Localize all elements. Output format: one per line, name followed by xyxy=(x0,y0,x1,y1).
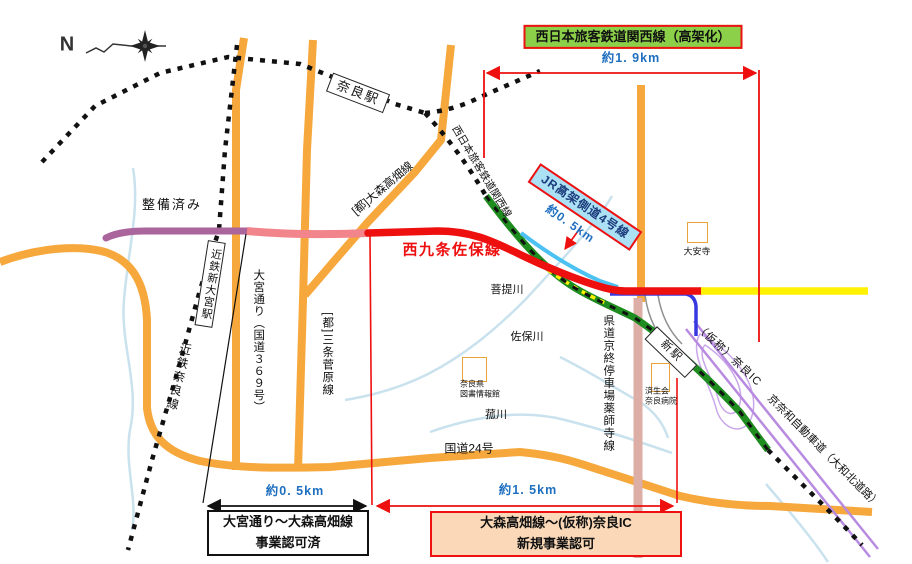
new-project-note: 大森高畑線～(仮称)奈良IC 新規事業認可 xyxy=(430,511,682,557)
road-sanjo-sugawara xyxy=(294,39,317,471)
kendo-kyobate-label: 県道京終停車場薬師寺線 xyxy=(602,314,615,452)
distance-0-5km-bottom: 約0. 5km xyxy=(265,484,325,499)
daianji-label: 大安寺 xyxy=(683,246,711,257)
library-marker xyxy=(462,357,487,382)
jr-kansai-elevated-legend: 西日本旅客鉄道関西線（高架化） xyxy=(523,24,743,50)
seibizumi-label: 整備済み xyxy=(141,196,203,212)
road-omori-takabatake xyxy=(301,44,455,298)
nishikujo-saho-line-label: 西九条佐保線 xyxy=(402,241,502,259)
completed-section-purple xyxy=(102,227,251,242)
road-omiya-dori-vertical xyxy=(232,37,248,470)
library-label: 奈良県 図書情報館 xyxy=(460,379,500,399)
komo-river-label: 菰川 xyxy=(485,409,507,422)
hospital-label: 済生会 奈良病院 xyxy=(645,386,677,406)
jr-kansai-approach xyxy=(423,111,488,198)
saho-river-label: 佐保川 xyxy=(510,331,544,344)
measure-black xyxy=(202,233,368,514)
approved-section-pink xyxy=(246,227,369,239)
railway-dotted xyxy=(40,44,864,551)
omiya-dori-label: 大宮通り（国道３６９号） xyxy=(252,269,265,413)
distance-1-5km-bottom: 約1. 5km xyxy=(498,483,558,498)
hospital-marker xyxy=(651,363,670,392)
keinawa-expressway-line xyxy=(685,320,879,558)
jr-elevated-section-green xyxy=(483,193,771,453)
bodai-river-label: 菩提川 xyxy=(490,284,524,297)
jr-side-road-line xyxy=(519,231,619,289)
distance-1-9km: 約1. 9km xyxy=(601,51,661,66)
approved-project-note: 大宮通り～大森高畑線 事業認可済 xyxy=(207,510,369,556)
route24-label: 国道24号 xyxy=(444,441,494,456)
compass-rose-icon xyxy=(85,30,166,62)
measure-red xyxy=(369,65,760,514)
rivers xyxy=(122,167,830,563)
daianji-marker xyxy=(687,222,708,243)
jr-kansai-south xyxy=(766,448,864,547)
compass-n-label: N xyxy=(59,33,75,56)
sanjo-sugawara-label: [都]三条菅原線 xyxy=(321,312,334,396)
orange-roads xyxy=(0,37,873,516)
new-section-red xyxy=(364,227,705,295)
